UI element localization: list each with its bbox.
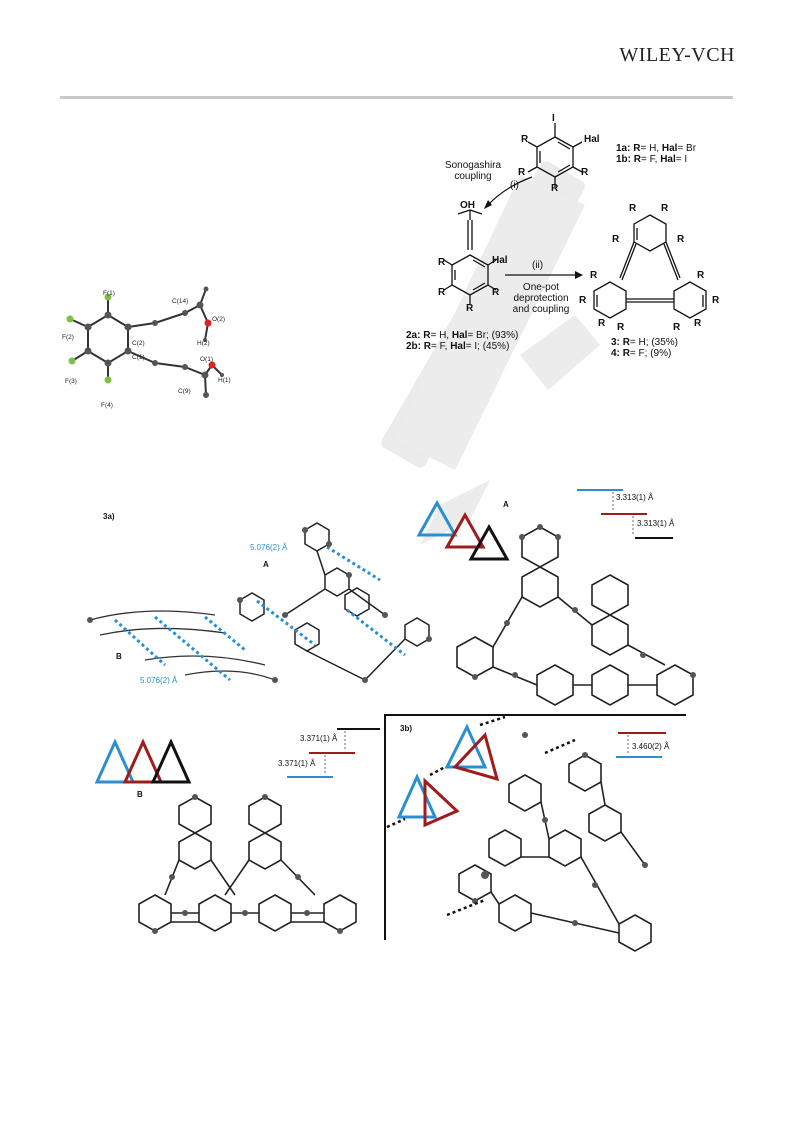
- scheme-r: R: [598, 318, 606, 329]
- distance-label: 3.371(1) Å: [278, 759, 316, 768]
- distance-label: 5.076(2) Å: [140, 676, 178, 685]
- atom-label: C(14): [172, 298, 189, 305]
- scheme-r: R: [629, 203, 637, 214]
- compound-2a: 2a: R= H, Hal= Br; (93%): [406, 330, 519, 341]
- scheme-r: R: [492, 287, 500, 298]
- molecule-label-a: A: [263, 560, 269, 569]
- atom-label: F(4): [101, 402, 113, 409]
- atom-label: C(9): [178, 388, 191, 395]
- layer-spacing-a: [577, 489, 673, 539]
- distance-label: 3.313(1) Å: [637, 519, 675, 528]
- scheme-r: R: [551, 183, 559, 194]
- compound-1a: 1a: R= H, Hal= Br: [616, 143, 697, 154]
- compound-4: 4: R= F; (9%): [611, 348, 672, 359]
- scheme-oh: OH: [460, 200, 475, 211]
- header-rule: [60, 96, 733, 99]
- scheme-r: R: [712, 295, 720, 306]
- layer-spacing-3b: [616, 732, 666, 758]
- atom-label: O(1): [200, 356, 213, 363]
- scheme-r: R: [673, 322, 681, 333]
- scheme-intermediate: [443, 209, 497, 304]
- panel-tag-3a: 3a): [103, 512, 115, 521]
- scheme-r: R: [521, 134, 529, 145]
- scheme-r: R: [438, 287, 446, 298]
- molecule-label-b: B: [116, 652, 122, 661]
- scheme-hal: Hal: [584, 134, 600, 145]
- compound-2b: 2b: R= F, Hal= I; (45%): [406, 341, 510, 352]
- scheme-r: R: [579, 295, 587, 306]
- scheme-r: R: [518, 167, 526, 178]
- atom-label: F(2): [62, 334, 74, 341]
- scheme-r: R: [466, 303, 474, 314]
- publisher-logo: WILEY-VCH: [619, 44, 735, 66]
- scheme-start-ring: [527, 123, 583, 187]
- atom-label: F(3): [65, 378, 77, 385]
- distance-label: 3.460(2) Å: [632, 742, 670, 751]
- scheme-iodo: I: [552, 113, 555, 124]
- distance-label: 5.076(2) Å: [250, 543, 288, 552]
- ortep-structure: [66, 286, 224, 398]
- scheme-r: R: [590, 270, 598, 281]
- distance-label: 3.313(1) Å: [616, 493, 654, 502]
- atom-label: C(1): [132, 354, 145, 361]
- scheme-r: R: [694, 318, 702, 329]
- panel-3a-structure: [87, 522, 432, 683]
- panel-tag-3b: 3b): [400, 724, 412, 733]
- atom-label: H(1): [218, 377, 231, 384]
- atom-label: C(2): [132, 340, 145, 347]
- stack-label-b: B: [137, 790, 143, 799]
- compound-1b: 1b: R= F, Hal= I: [616, 154, 688, 165]
- scheme-r: R: [612, 234, 620, 245]
- atom-label: F(1): [103, 290, 115, 297]
- panel-a-structure: [456, 524, 696, 706]
- scheme-r: R: [661, 203, 669, 214]
- layer-spacing-b: [287, 728, 380, 778]
- distance-label: 3.371(1) Å: [300, 734, 338, 743]
- scheme-hal: Hal: [492, 255, 508, 266]
- scheme-r: R: [697, 270, 705, 281]
- atom-label: O(2): [212, 316, 225, 323]
- step2-tag: (ii): [532, 260, 544, 271]
- step1-arrow: [484, 176, 533, 209]
- triangle-stack-a: [416, 499, 510, 561]
- scheme-r: R: [677, 234, 685, 245]
- panel-3b-frame: [384, 714, 686, 940]
- triangle-stack-b: [94, 738, 192, 784]
- panel-b-structure: [138, 794, 357, 934]
- compound-3: 3: R= H; (35%): [611, 337, 678, 348]
- atom-label: H(2): [197, 340, 210, 347]
- stack-label-a: A: [503, 500, 509, 509]
- step2-arrow: [505, 271, 583, 279]
- scheme-r: R: [438, 257, 446, 268]
- scheme-product: [593, 214, 707, 319]
- scheme-r: R: [581, 167, 589, 178]
- scheme-r: R: [617, 322, 625, 333]
- triangle-pairs-3b: [386, 715, 506, 829]
- panel-3b-structure: [446, 732, 652, 952]
